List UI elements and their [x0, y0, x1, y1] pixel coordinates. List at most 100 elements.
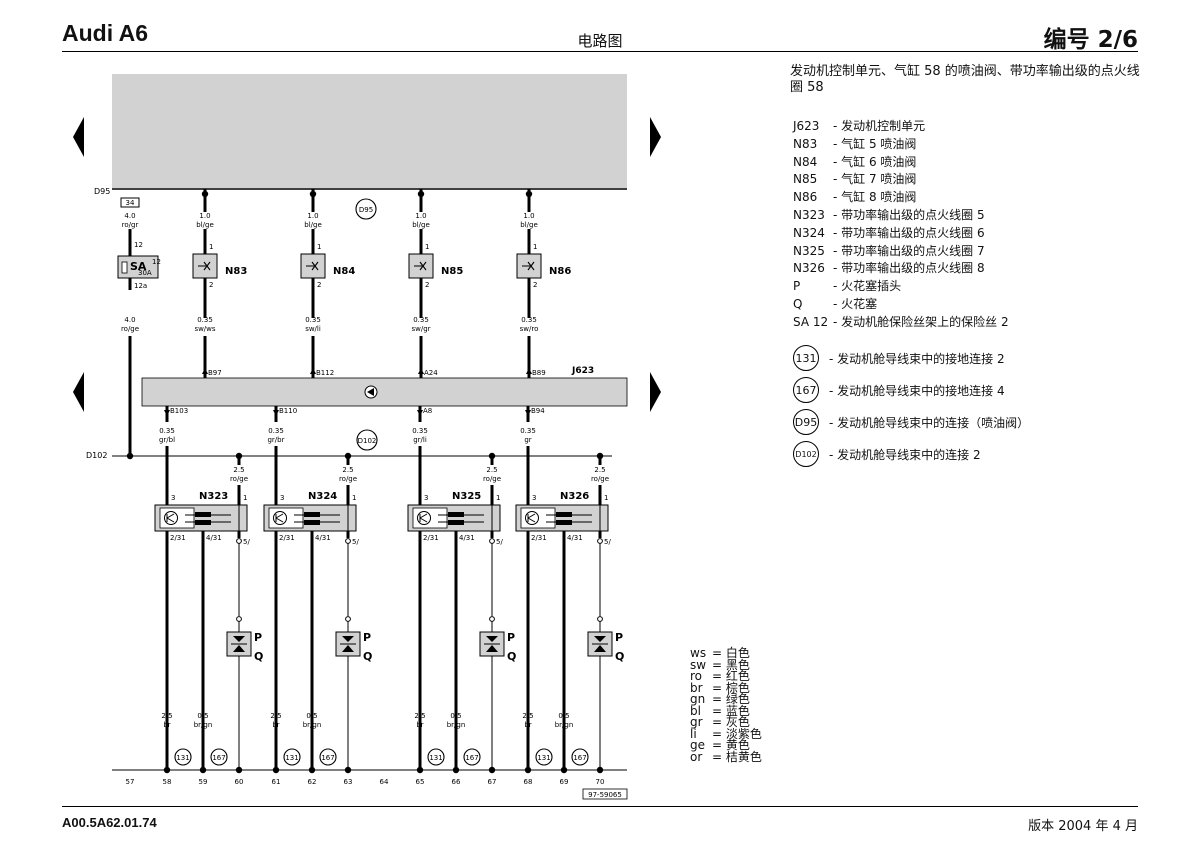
- transistor-symbol-icon: [419, 513, 428, 523]
- coil-signal-color: gr/li: [413, 436, 427, 444]
- ring-label: 131: [285, 754, 298, 762]
- ground-167: 167: [571, 748, 589, 766]
- ground-167: 167: [319, 748, 337, 766]
- legend-desc: - 气缸 7 喷油阀: [833, 172, 917, 187]
- coil-signal-color: gr/br: [267, 436, 284, 444]
- ring-label: D102: [358, 437, 377, 445]
- coil-pin-5: 5/: [496, 538, 503, 546]
- legend-desc: - 发动机控制单元: [833, 119, 926, 133]
- color-code: gn: [690, 692, 706, 706]
- color-desc: = 黄色: [712, 738, 750, 752]
- injector-pin-1: 1: [425, 243, 429, 251]
- spark-plug-q-label: Q: [507, 650, 516, 663]
- ground-wire-gauge: 0.5: [197, 712, 208, 720]
- hv-terminal-icon: [345, 538, 351, 544]
- color-code: ge: [690, 738, 705, 752]
- coil-winding-icon: [304, 520, 320, 525]
- coil-winding-icon: [195, 520, 211, 525]
- spark-plug-p-label: P: [363, 631, 371, 644]
- injector-name: N83: [225, 266, 247, 277]
- ground-wire-gauge: 0.5: [558, 712, 569, 720]
- coil-signal-gauge: 0.35: [412, 427, 428, 435]
- transistor-symbol-icon: [527, 513, 536, 523]
- connection-legend-row: D95- 发动机舱导线束中的连接（喷油阀）: [793, 406, 1029, 438]
- legend-code: N84: [793, 154, 818, 169]
- coil-signal-gauge: 0.35: [159, 427, 175, 435]
- coil-power-gauge: 2.5: [342, 466, 353, 474]
- fuse-bottom-gauge: 4.0: [124, 316, 135, 324]
- transistor-icon: [525, 511, 539, 525]
- color-code-row: ro= 红色: [690, 670, 762, 683]
- spark-plug-q-label: Q: [615, 650, 624, 663]
- track-number: 65: [416, 778, 425, 786]
- injector-top-color: bl/ge: [196, 221, 214, 229]
- injector-bottom-color: sw/gr: [411, 325, 430, 333]
- j623-band: [141, 377, 628, 407]
- coil-power-gauge: 2.5: [233, 466, 244, 474]
- spark-plug-p-label: P: [507, 631, 515, 644]
- spark-plug-icon: [594, 636, 606, 652]
- injector-pin-2: 2: [425, 281, 429, 289]
- coil-name: N325: [452, 491, 481, 502]
- color-code-row: bl= 蓝色: [690, 703, 762, 718]
- color-desc: = 白色: [712, 646, 750, 660]
- injector-valve-icon: [198, 261, 211, 271]
- header-divider: [62, 51, 1138, 52]
- connection-desc: - 发动机舱导线束中的连接 2: [829, 447, 981, 462]
- legend-row: N323- 带功率输出级的点火线圈 5: [793, 207, 1009, 225]
- ground-wire-color: br: [524, 721, 531, 729]
- injector-pin-2: 2: [533, 281, 537, 289]
- ground-131: 131: [427, 748, 445, 766]
- coil-name: N323: [199, 491, 228, 502]
- control-unit-block: [112, 74, 627, 188]
- injector-top-gauge: 1.0: [199, 212, 210, 220]
- sheet-title: 发动机控制单元、气缸 58 的喷油阀、带功率输出级的点火线圈 58: [790, 64, 1140, 95]
- ecu-pin-label: B110: [279, 407, 297, 415]
- connection-desc: - 发动机舱导线束中的接地连接 4: [829, 383, 1005, 398]
- coil-pin-4-31: 4/31: [315, 534, 331, 542]
- legend-desc: - 气缸 8 喷油阀: [833, 190, 917, 205]
- legend-desc: - 火花塞插头: [833, 279, 902, 294]
- ecu-pin-label: A24: [424, 369, 438, 377]
- hv-terminal-icon: [489, 538, 495, 544]
- ring-label: 167: [321, 754, 334, 762]
- injector-top-color: bl/ge: [304, 221, 322, 229]
- fuse-bottom-color: ro/ge: [121, 325, 139, 333]
- injector-bottom-color: sw/ws: [194, 325, 215, 333]
- fuse-top-color: ro/gr: [122, 221, 139, 229]
- injector-bottom-color: sw/li: [305, 325, 321, 333]
- color-code-row: ge = 黄色: [690, 738, 762, 752]
- color-code: li: [690, 726, 697, 741]
- color-code-row: gn = 绿色: [690, 692, 762, 706]
- coil-pin-4-31: 4/31: [567, 534, 583, 542]
- injector-pin-1: 1: [533, 243, 537, 251]
- nav-left-arrow-mid: [73, 372, 84, 412]
- track-number: 60: [235, 778, 244, 786]
- color-code: bl: [690, 703, 701, 718]
- signal-arrow-icon: [202, 368, 208, 374]
- nav-left-arrow-top: [73, 117, 84, 157]
- doc-code: A00.5A62.01.74: [62, 815, 157, 830]
- ecu-pin-label: B89: [532, 369, 546, 377]
- coil-pin-1: 1: [352, 494, 356, 502]
- hv-terminal-icon: [236, 616, 242, 622]
- track-number: 58: [163, 778, 172, 786]
- ground-wire-gauge: 2.5: [270, 712, 281, 720]
- coil-pin-2-31: 2/31: [423, 534, 439, 542]
- track-number: 67: [488, 778, 497, 786]
- connection-legend-row: 131- 发动机舱导线束中的接地连接 2: [793, 342, 1029, 374]
- coil-pin-2-31: 2/31: [170, 534, 186, 542]
- color-desc: = 绿色: [712, 692, 750, 706]
- injector-valve-icon: [306, 261, 319, 271]
- signal-arrow-icon: [418, 368, 424, 374]
- ref-number: 97-59065: [588, 791, 622, 799]
- coil-winding-icon: [195, 512, 211, 517]
- injector-valve-icon: [522, 261, 535, 271]
- coil-pin-3: 3: [171, 494, 175, 502]
- coil-pin-1: 1: [604, 494, 608, 502]
- injector-bottom-gauge: 0.35: [413, 316, 429, 324]
- signal-arrow-icon: [273, 410, 279, 416]
- ring: [427, 748, 445, 766]
